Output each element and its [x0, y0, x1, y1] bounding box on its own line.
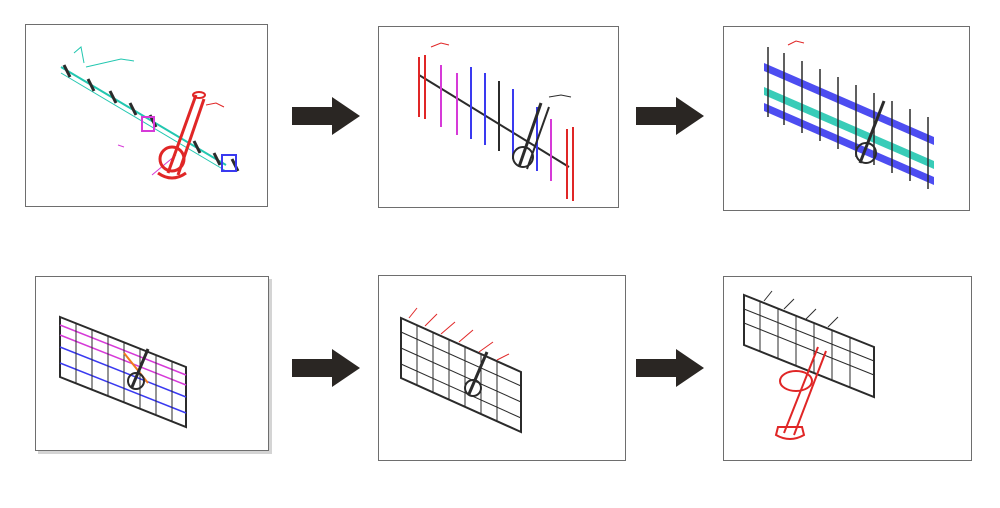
cad-step-6-full-billboard-icon — [743, 290, 875, 440]
arrow-4-icon — [636, 349, 704, 387]
arrow-1-icon — [292, 97, 360, 135]
step-4-panel — [35, 276, 269, 451]
arrow-2-icon — [636, 97, 704, 135]
step-2-panel — [378, 26, 619, 208]
cad-step-5-dimensioned-frame-icon — [400, 307, 522, 434]
step-5-panel — [378, 275, 626, 461]
step-3-panel — [723, 26, 970, 211]
cad-step-3-horizontal-beams-icon — [764, 40, 934, 189]
step-1-panel — [25, 24, 268, 207]
cad-step-1-column-and-arms-icon — [60, 46, 240, 180]
cad-step-4-framed-grid-icon — [59, 315, 187, 429]
step-6-panel — [723, 276, 972, 461]
arrow-3-icon — [292, 349, 360, 387]
cad-step-2-vertical-posts-icon — [418, 42, 574, 201]
